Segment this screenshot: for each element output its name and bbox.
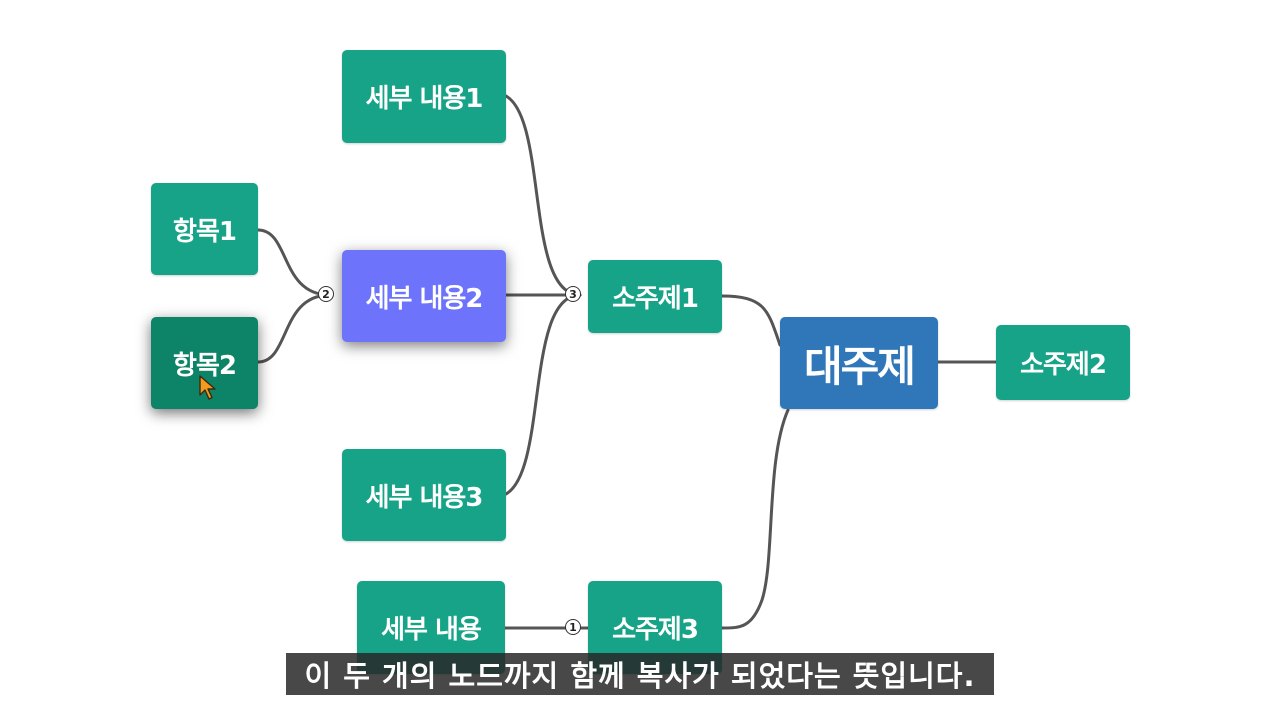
collapse-badge-subtopic1[interactable]: 3	[565, 286, 581, 302]
video-subtitle: 이 두 개의 노드까지 함께 복사가 되었다는 뜻입니다.	[286, 653, 994, 695]
node-item2[interactable]: 항목2	[151, 317, 258, 409]
node-subtopic3-label: 소주제3	[612, 615, 699, 645]
node-central-topic[interactable]: 대주제	[780, 317, 938, 409]
node-item1-label: 항목1	[173, 216, 237, 247]
node-detail3[interactable]: 세부 내용3	[342, 449, 506, 541]
collapse-badge-detail2-count: 2	[322, 287, 330, 301]
node-subtopic1-label: 소주제1	[612, 284, 699, 314]
collapse-badge-detail2[interactable]: 2	[318, 286, 334, 302]
node-subtopic1[interactable]: 소주제1	[588, 260, 722, 333]
collapse-badge-subtopic3[interactable]: 1	[565, 619, 581, 635]
connector-central-subtopic1	[720, 294, 782, 347]
collapse-badge-subtopic3-count: 1	[569, 620, 577, 634]
video-subtitle-text: 이 두 개의 노드까지 함께 복사가 되었다는 뜻입니다.	[304, 659, 976, 693]
node-detail2-label: 세부 내용2	[365, 283, 484, 314]
node-detail2[interactable]: 세부 내용2	[342, 250, 506, 342]
node-detail1-label: 세부 내용1	[365, 84, 484, 114]
node-detail-plain-label: 세부 내용	[381, 615, 482, 645]
node-item1[interactable]: 항목1	[151, 183, 258, 275]
node-subtopic2-label: 소주제2	[1020, 350, 1107, 380]
connector-detail2-item1	[256, 228, 332, 297]
mouse-cursor-icon	[199, 375, 216, 400]
connector-detail2-item2	[256, 293, 332, 364]
node-detail3-label: 세부 내용3	[365, 482, 484, 513]
node-detail1[interactable]: 세부 내용1	[342, 50, 506, 143]
connector-subtopic1-detail1	[504, 94, 582, 297]
connector-subtopic1-detail3	[504, 293, 582, 496]
node-central-topic-label: 대주제	[804, 341, 916, 391]
node-item2-label: 항목2	[173, 350, 237, 381]
connector-central-subtopic3	[720, 408, 790, 630]
node-subtopic2[interactable]: 소주제2	[996, 325, 1130, 400]
collapse-badge-subtopic1-count: 3	[569, 287, 577, 301]
